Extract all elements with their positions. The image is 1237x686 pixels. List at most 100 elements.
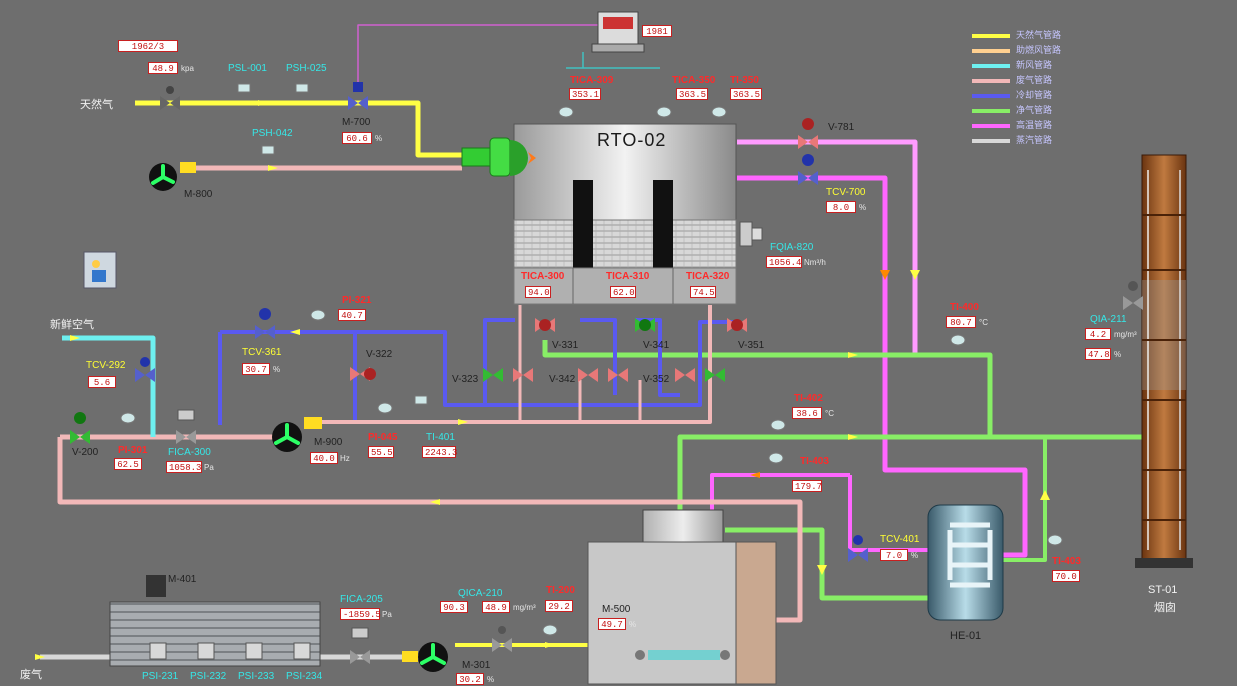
legend-item: 蒸汽管路 bbox=[972, 133, 1053, 145]
value-pi-321: 40.7 bbox=[338, 309, 366, 321]
heat-exchanger-he-01 bbox=[927, 504, 1004, 621]
sensor-icon bbox=[1047, 534, 1063, 546]
unit-label: % bbox=[859, 203, 867, 212]
top-readout-1: 1962/3 bbox=[118, 40, 178, 52]
tag-tica-320: TICA-320 bbox=[686, 271, 730, 282]
tag-m-500: M-500 bbox=[602, 604, 631, 615]
sensor-icon bbox=[120, 412, 136, 424]
legend-label: 蒸汽管路 bbox=[1016, 135, 1053, 145]
valve-tcv-292 bbox=[135, 357, 155, 382]
value-tica-309: 353.1 bbox=[569, 88, 601, 100]
tag-he-01: HE-01 bbox=[950, 630, 982, 642]
value-fica-300: 1058.3 bbox=[166, 461, 202, 473]
valve-tcv-700 bbox=[798, 154, 818, 185]
tag-tcv-361: TCV-361 bbox=[242, 347, 282, 358]
valve-qica-210 bbox=[492, 626, 512, 652]
stack-st-01 bbox=[1135, 154, 1193, 568]
legend-item: 助燃风管路 bbox=[972, 43, 1062, 55]
legend-label: 天然气管路 bbox=[1016, 30, 1062, 40]
valve-fica-205 bbox=[350, 627, 370, 664]
unit-label: kpa bbox=[181, 64, 194, 73]
value-tica-310: 62.0 bbox=[610, 286, 636, 298]
valves bbox=[70, 82, 1143, 664]
sensor-icon bbox=[542, 624, 558, 636]
tag-tica-309: TICA-309 bbox=[570, 75, 614, 86]
flame-icon bbox=[528, 152, 536, 164]
flow-arrow bbox=[750, 472, 760, 478]
unit-label: % bbox=[375, 134, 383, 143]
tag-v-352: V-352 bbox=[643, 374, 670, 385]
tag-ti-401: TI-401 bbox=[426, 432, 455, 443]
legend-label: 冷却管路 bbox=[1016, 90, 1053, 100]
top-readout-3: 1981 bbox=[642, 25, 672, 37]
legend-label: 高温管路 bbox=[1016, 120, 1053, 130]
rto-02-unit bbox=[513, 123, 737, 305]
process-pipe-3 bbox=[725, 527, 928, 601]
legend-item: 废气管路 bbox=[972, 73, 1052, 85]
flow-arrow bbox=[70, 335, 80, 341]
label-tianranqi: 天然气 bbox=[80, 99, 113, 111]
tag-fqia-820: FQIA-820 bbox=[770, 242, 814, 253]
value-ti-200: 29.2 bbox=[545, 600, 573, 612]
sensor-icon bbox=[656, 106, 672, 118]
tag-v-781: V-781 bbox=[828, 122, 855, 133]
value-ti-403b: 70.0 bbox=[1052, 570, 1080, 582]
flow-arrow bbox=[880, 270, 890, 280]
unit-label: °C bbox=[825, 409, 834, 418]
tag-tcv-401: TCV-401 bbox=[880, 534, 920, 545]
tag-v-200: V-200 bbox=[72, 447, 99, 458]
sensor-icon bbox=[295, 83, 309, 93]
sensor-icon bbox=[950, 334, 966, 346]
legend-item: 天然气管路 bbox=[972, 28, 1062, 40]
legend-item: 高温管路 bbox=[972, 118, 1053, 130]
sensor-icon bbox=[237, 83, 251, 93]
legend-item: 冷却管路 bbox=[972, 88, 1053, 100]
tag-tcv-292: TCV-292 bbox=[86, 360, 126, 371]
value-m-301: 30.2 bbox=[456, 673, 484, 685]
label-fei-qi: 废气 bbox=[20, 669, 42, 681]
flow-arrow bbox=[35, 654, 45, 660]
tag-pi-045: PI-045 bbox=[368, 432, 398, 443]
tag-v-322: V-322 bbox=[366, 349, 393, 360]
tag-m-800: M-800 bbox=[184, 189, 213, 200]
top-readout-2: 48.9 bbox=[148, 62, 178, 74]
tag-psi-234: PSI-234 bbox=[286, 671, 323, 682]
flow-arrow bbox=[290, 329, 300, 335]
tag-v-351: V-351 bbox=[738, 340, 765, 351]
tag-pi-321: PI-321 bbox=[342, 295, 372, 306]
sensor-icon bbox=[768, 452, 784, 464]
operator-icon bbox=[83, 251, 117, 289]
sensor-icon bbox=[261, 145, 275, 155]
value-m-900: 40.0 bbox=[310, 452, 338, 464]
unit-label: °C bbox=[979, 318, 988, 327]
value-tcv-292: 5.6 bbox=[88, 376, 116, 388]
process-pipe-4 bbox=[1003, 437, 1047, 562]
hot-pipe-2 bbox=[737, 175, 1028, 558]
radiator-m-401 bbox=[109, 575, 321, 667]
flow-arrow bbox=[1040, 490, 1050, 500]
tag-psi-233: PSI-233 bbox=[238, 671, 275, 682]
valve-v-342 bbox=[578, 368, 628, 382]
tag-v-323: V-323 bbox=[452, 374, 479, 385]
tag-qia-211: QIA-211 bbox=[1090, 314, 1127, 325]
unit-label: % bbox=[1114, 350, 1122, 359]
tag-fica-205: FICA-205 bbox=[340, 594, 383, 605]
flow-arrow bbox=[430, 499, 440, 505]
exhaust-pipe-1 bbox=[57, 437, 803, 623]
legend-label: 助燃风管路 bbox=[1016, 45, 1062, 55]
unit-label: % bbox=[273, 365, 281, 374]
sensor-icon bbox=[711, 106, 727, 118]
tag-v-342: V-342 bbox=[549, 374, 576, 385]
label-yan-tong: 烟囱 bbox=[1154, 602, 1176, 614]
exhaust-pipe-3 bbox=[305, 305, 712, 424]
tag-ti-403b: TI-403 bbox=[1052, 556, 1081, 567]
flow-arrow bbox=[910, 270, 920, 280]
unit-label: Nm³/h bbox=[804, 258, 826, 267]
gas-pipe bbox=[135, 100, 462, 158]
unit-label: Pa bbox=[382, 610, 392, 619]
tag-tica-300: TICA-300 bbox=[521, 271, 565, 282]
tag-psi-232: PSI-232 bbox=[190, 671, 227, 682]
flow-arrow bbox=[817, 565, 827, 575]
fresh-air-pipe bbox=[62, 335, 156, 437]
